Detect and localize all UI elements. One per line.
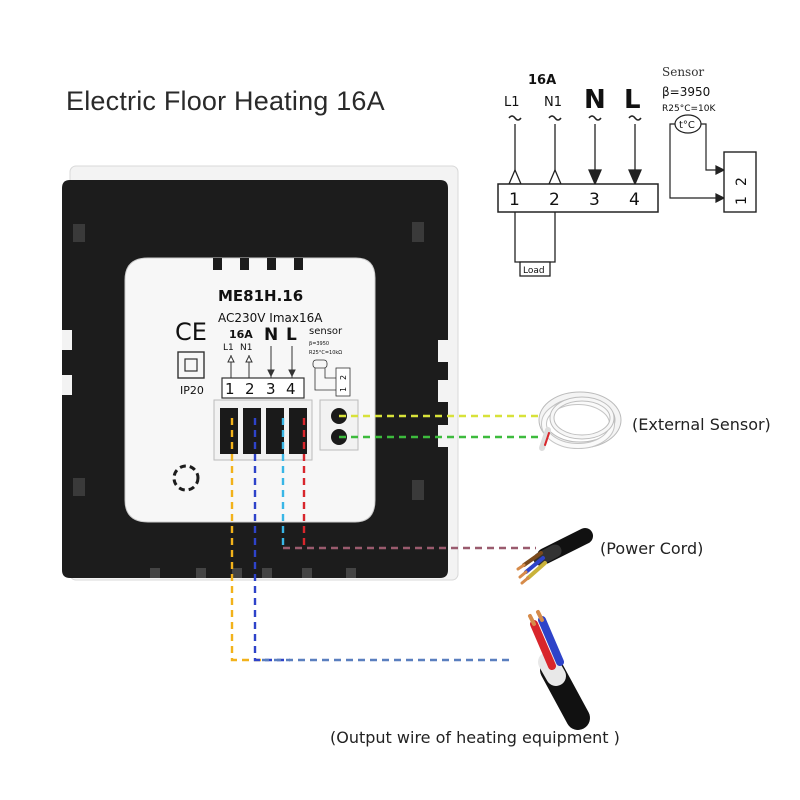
device-label-n: N: [264, 325, 278, 345]
device-terminal-strip: [221, 377, 305, 399]
power-cord-label: (Power Cord): [600, 539, 704, 558]
schematic-rating: 16A: [528, 73, 556, 88]
device-sensor-terminal-2: 2: [339, 375, 348, 380]
schematic-label-n: N: [584, 85, 606, 115]
wiring-lines: [230, 414, 540, 662]
ce-mark: CE: [175, 318, 207, 346]
sensor-terminal-screws: [319, 399, 359, 451]
device-model: ME81H.16: [218, 287, 303, 305]
schematic-label-n1: N1: [544, 95, 562, 110]
device-terminal-1: 1: [225, 380, 235, 398]
device-sensor-terminal-block: [335, 367, 351, 397]
ac-tilde-symbols: [508, 115, 642, 121]
sensor-resistance: R25°C=10K: [662, 104, 716, 114]
power-cord-icon: [516, 528, 593, 585]
double-insulation-icon: [177, 351, 205, 379]
device-rating: 16A: [229, 328, 253, 341]
schematic-terminal-3: 3: [589, 190, 600, 210]
device-label-l1: L1: [223, 343, 234, 353]
ip-rating: IP20: [180, 384, 204, 397]
schematic-diagram: 16A L1 N1 N L 1 2 3 4: [497, 65, 757, 277]
output-wire-icon: [528, 610, 590, 730]
device-terminal-arrows: [227, 346, 296, 378]
device-label-l: L: [286, 325, 297, 345]
device-label-n1: N1: [240, 343, 252, 353]
power-terminal-block: [213, 399, 313, 461]
external-sensor-label: (External Sensor): [632, 415, 771, 434]
sensor-terminal-1: 1: [734, 196, 750, 205]
housing-feet: [150, 568, 356, 578]
mounting-hole: [172, 464, 200, 492]
housing-slots: [62, 222, 448, 500]
module-top-notches: [213, 258, 303, 270]
device-sensor-beta: β=3950: [309, 341, 329, 347]
schematic-label-l1: L1: [504, 95, 520, 110]
thermostat-device: ME81H.16 AC230V Imax16A CE IP20 16A L1 N…: [62, 165, 459, 581]
sensor-terminal-block: [723, 151, 757, 213]
schematic-terminal-4: 4: [629, 190, 640, 210]
output-wire-yellow: [230, 418, 262, 662]
sensor-beta: β=3950: [662, 85, 710, 99]
device-sensor-resistance: R25°C=10kΩ: [309, 350, 342, 356]
external-sensor-coil: [538, 391, 622, 451]
device-terminal-4: 4: [286, 380, 296, 398]
schematic-terminal-lines: [508, 124, 642, 186]
device-terminal-2: 2: [245, 380, 255, 398]
schematic-label-l: L: [624, 85, 641, 115]
thermistor-label: t°C: [679, 120, 695, 131]
schematic-terminal-1: 1: [509, 190, 520, 210]
schematic-terminal-block: [497, 183, 659, 213]
output-wire-label: (Output wire of heating equipment ): [330, 728, 620, 747]
load-loop: [514, 212, 556, 277]
schematic-terminal-2: 2: [549, 190, 560, 210]
sensor-terminal-2: 2: [734, 177, 750, 186]
device-terminal-3: 3: [266, 380, 276, 398]
load-label: Load: [523, 266, 545, 276]
device-sensor-label: sensor: [309, 326, 343, 337]
device-sensor-symbol: [312, 359, 336, 391]
diagram-title: Electric Floor Heating 16A: [66, 86, 385, 116]
device-sensor-terminal-1: 1: [339, 387, 348, 392]
device-spec: AC230V Imax16A: [218, 311, 323, 325]
sensor-title: Sensor: [662, 65, 704, 79]
sensor-wiring: [669, 123, 726, 203]
